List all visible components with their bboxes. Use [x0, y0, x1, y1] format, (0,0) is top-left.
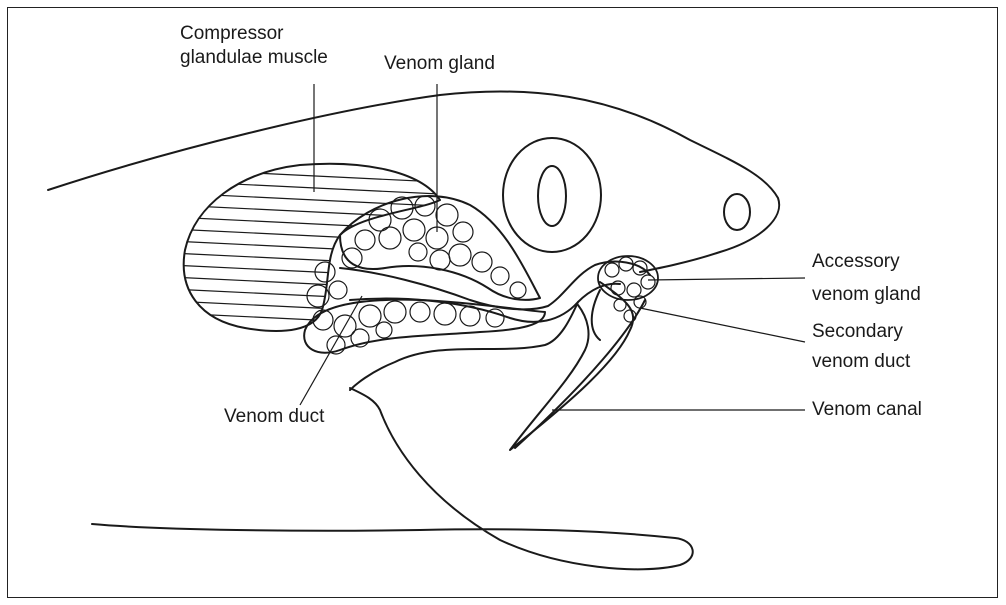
label-compressor-line2: glandulae muscle	[180, 46, 328, 70]
label-venom-duct: Venom duct	[224, 405, 324, 429]
eye-pupil	[538, 166, 566, 226]
nostril	[724, 194, 750, 230]
label-venom-canal: Venom canal	[812, 398, 922, 422]
label-venom-gland: Venom gland	[384, 52, 495, 76]
lower-jaw	[92, 388, 693, 569]
accessory-venom-gland	[598, 256, 658, 322]
label-accessory-line2: venom gland	[812, 283, 921, 307]
leader-secondary	[640, 308, 805, 342]
venom-gland-upper	[340, 196, 540, 300]
label-accessory-line1: Accessory	[812, 250, 900, 274]
label-compressor-line1: Compressor	[180, 22, 283, 46]
label-secondary-line1: Secondary	[812, 320, 903, 344]
venom-duct-lumen-lower	[350, 284, 620, 322]
leader-accessory	[648, 278, 805, 280]
label-secondary-line2: venom duct	[812, 350, 910, 374]
head-outline-top	[48, 91, 779, 272]
eye-outer	[503, 138, 601, 252]
